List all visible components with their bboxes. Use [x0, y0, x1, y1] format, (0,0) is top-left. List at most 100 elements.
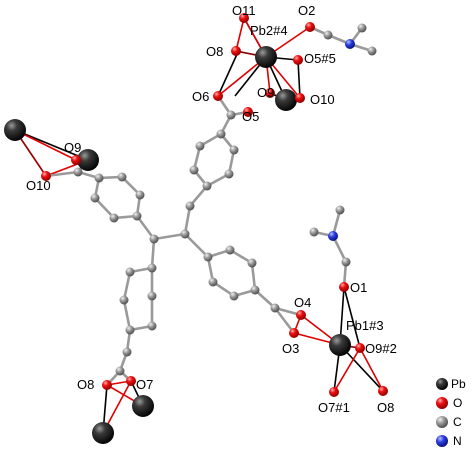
legend-item-c: C	[436, 415, 462, 429]
c-atom	[208, 277, 218, 287]
c-legend-swatch	[436, 416, 448, 428]
c-atom	[357, 23, 367, 33]
label-o8-bottom: O8	[77, 377, 94, 392]
coordination-bonds	[14, 17, 384, 434]
o-atom	[339, 282, 349, 292]
label-o10-left: O10	[26, 178, 51, 193]
c-atom	[147, 291, 157, 301]
c-atom	[73, 167, 83, 177]
atom-labels: O11 Pb2#4 O2 O8 O5#5 O6 O9 O10 O5 O9 O10…	[26, 3, 397, 415]
o-atom	[305, 22, 315, 32]
pb-atom	[255, 46, 277, 68]
o-atom	[41, 171, 51, 181]
o-atom	[289, 328, 299, 338]
pb-atom	[329, 334, 351, 356]
o-atom	[231, 46, 241, 56]
c-atom	[135, 190, 145, 200]
label-pb2: Pb2#4	[250, 23, 288, 38]
c-atom	[115, 366, 125, 376]
c-atom	[341, 257, 351, 267]
o-atom	[213, 91, 223, 101]
o-atom	[102, 380, 112, 390]
c-atom	[147, 321, 157, 331]
legend-label-n: N	[453, 434, 462, 448]
label-o10-top: O10	[310, 92, 335, 107]
pb-atom	[275, 89, 297, 111]
o-atom	[239, 13, 249, 23]
c-atom	[250, 285, 260, 295]
atoms	[4, 13, 388, 444]
o-atom	[329, 387, 339, 397]
legend-item-n: N	[436, 434, 462, 448]
c-atom	[202, 181, 212, 191]
c-atom	[309, 227, 319, 237]
c-atom	[125, 325, 135, 335]
c-atom	[149, 234, 159, 244]
o-legend-swatch	[436, 397, 448, 409]
label-o9-left: O9	[64, 140, 81, 155]
label-o8-top: O8	[206, 44, 223, 59]
c-atom	[224, 169, 234, 179]
legend-label-o: O	[453, 396, 462, 410]
c-atom	[270, 303, 280, 313]
c-atom	[122, 347, 132, 357]
n-atom	[328, 231, 338, 241]
c-atom	[132, 211, 142, 221]
c-atom	[216, 129, 226, 139]
pb-atom	[4, 119, 26, 141]
label-o6: O6	[192, 89, 209, 104]
label-o2: O2	[298, 3, 315, 18]
n-legend-swatch	[436, 435, 448, 447]
label-o7-1: O7#1	[318, 400, 350, 415]
pb-atom	[92, 422, 114, 444]
c-atom	[203, 252, 213, 262]
o-atom	[378, 386, 388, 396]
o-atom	[295, 93, 305, 103]
n-atom	[345, 39, 355, 49]
c-atom	[189, 165, 199, 175]
legend-item-o: O	[436, 396, 462, 410]
legend-label-pb: Pb	[451, 377, 466, 391]
c-atom	[247, 258, 257, 268]
label-o5: O5	[242, 109, 259, 124]
c-atom	[335, 205, 345, 215]
label-o9-2: O9#2	[365, 341, 397, 356]
o-atom	[355, 343, 365, 353]
o-atom	[296, 310, 306, 320]
c-atom	[119, 295, 129, 305]
label-o9-top: O9	[257, 85, 274, 100]
label-o11: O11	[232, 3, 256, 18]
label-o5-5: O5#5	[304, 51, 336, 66]
pb-legend-swatch	[436, 378, 448, 390]
c-atom	[147, 263, 157, 273]
c-atom	[185, 201, 195, 211]
c-atom	[226, 110, 236, 120]
o-atom	[71, 155, 81, 165]
o-atom	[293, 55, 303, 65]
c-atom	[323, 30, 333, 40]
c-atom	[94, 173, 104, 183]
c-atom	[229, 145, 239, 155]
c-atom	[367, 46, 377, 56]
legend-item-pb: Pb	[436, 377, 466, 391]
label-o4: O4	[294, 295, 311, 310]
c-atom	[90, 193, 100, 203]
legend-label-c: C	[453, 415, 462, 429]
c-atom	[195, 141, 205, 151]
c-atom	[109, 213, 119, 223]
label-o7-bottom: O7	[136, 377, 153, 392]
o-atom	[126, 376, 136, 386]
label-pb1: Pb1#3	[346, 318, 384, 333]
c-atom	[229, 291, 239, 301]
label-o1: O1	[350, 280, 367, 295]
pb-atom	[77, 149, 99, 171]
label-o8-right: O8	[377, 400, 394, 415]
o-atom	[243, 107, 253, 117]
pb-atom	[132, 395, 154, 417]
c-atom	[180, 229, 190, 239]
c-atom	[125, 267, 135, 277]
element-legend: Pb O C N	[436, 377, 466, 448]
c-atom	[117, 172, 127, 182]
